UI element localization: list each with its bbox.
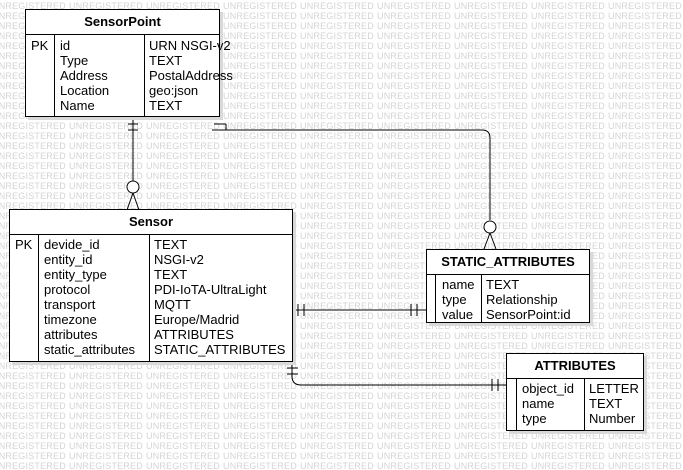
- field-name: attributes: [44, 327, 98, 342]
- entity-title: SensorPoint: [26, 10, 219, 35]
- crow-foot: [126, 192, 134, 211]
- type-column: LETTER TEXT Number: [584, 379, 643, 430]
- field-name: object_id: [522, 381, 575, 396]
- entity-title: STATIC_ATTRIBUTES: [427, 250, 589, 275]
- rel-sensor-static-attributes[interactable]: [293, 304, 426, 316]
- field-name: value: [442, 307, 474, 322]
- crow-foot: [132, 192, 140, 211]
- field-type: SensorPoint:id: [486, 307, 571, 322]
- type-column: TEXT Relationship SensorPoint:id: [481, 275, 589, 322]
- pk-column: [507, 379, 516, 430]
- field-type: URN NSGI-v2: [149, 38, 231, 53]
- field-type: PostalAddress: [149, 68, 233, 83]
- field-name: Type: [60, 53, 89, 68]
- field-name: Name: [60, 98, 95, 113]
- field-name: Address: [60, 68, 108, 83]
- entity-sensor[interactable]: Sensor PK devide_id entity_id entity_typ…: [9, 209, 293, 362]
- field-name: entity_id: [44, 252, 93, 267]
- pk-column: [427, 275, 435, 322]
- field-type: TEXT: [589, 396, 623, 411]
- field-type: LETTER: [589, 381, 639, 396]
- field-type: TEXT: [486, 277, 520, 292]
- entity-sensorpoint[interactable]: SensorPoint PK id Type Address Location …: [25, 9, 233, 117]
- field-type: geo:json: [149, 83, 199, 98]
- entity-title: Sensor: [10, 210, 292, 235]
- field-type: Europe/Madrid: [154, 312, 240, 327]
- type-column: TEXT NSGI-v2 TEXT PDI-IoTA-UltraLight MQ…: [149, 235, 292, 361]
- pk-column: PK: [10, 235, 38, 361]
- field-column: devide_id entity_id entity_type protocol…: [38, 235, 149, 361]
- zero-circle: [126, 180, 140, 194]
- entity-static-attributes[interactable]: STATIC_ATTRIBUTES name type value TEXT R…: [426, 249, 590, 323]
- field-column: object_id name type: [516, 379, 584, 430]
- field-type: TEXT: [149, 98, 183, 113]
- field-name: protocol: [44, 282, 91, 297]
- field-type: NSGI-v2: [154, 252, 204, 267]
- field-type: MQTT: [154, 297, 191, 312]
- entity-title: ATTRIBUTES: [507, 354, 643, 379]
- rel-sensorpoint-sensor[interactable]: [126, 118, 140, 211]
- pk-label: PK: [31, 38, 49, 53]
- type-column: URN NSGI-v2 TEXT PostalAddress geo:json …: [144, 35, 233, 116]
- field-name: id: [60, 38, 71, 53]
- field-type: TEXT: [154, 237, 188, 252]
- field-type: Relationship: [486, 292, 558, 307]
- field-name: static_attributes: [44, 342, 136, 357]
- field-type: TEXT: [149, 53, 183, 68]
- connector-line: [291, 362, 506, 386]
- field-name: type: [522, 411, 547, 426]
- entity-attributes[interactable]: ATTRIBUTES object_id name type LETTER TE…: [506, 353, 644, 431]
- rel-sensorpoint-static-attributes[interactable]: [212, 123, 497, 250]
- field-column: id Type Address Location Name: [54, 35, 144, 116]
- zero-circle: [483, 220, 497, 234]
- rel-sensor-attributes[interactable]: [287, 362, 506, 391]
- field-type: PDI-IoTA-UltraLight: [154, 282, 267, 297]
- field-type: STATIC_ATTRIBUTES: [154, 342, 286, 357]
- field-name: type: [442, 292, 467, 307]
- field-name: entity_type: [44, 267, 107, 282]
- pk-column: PK: [26, 35, 54, 116]
- field-name: Location: [60, 83, 110, 98]
- field-name: timezone: [44, 312, 97, 327]
- connector-line: [212, 129, 491, 220]
- field-type: TEXT: [154, 267, 188, 282]
- field-name: name: [522, 396, 555, 411]
- field-type: ATTRIBUTES: [154, 327, 234, 342]
- field-type: Number: [589, 411, 636, 426]
- crow-foot: [489, 232, 497, 250]
- field-name: transport: [44, 297, 96, 312]
- field-column: name type value: [435, 275, 481, 322]
- field-name: name: [442, 277, 475, 292]
- field-name: devide_id: [44, 237, 100, 252]
- crow-foot: [483, 232, 491, 250]
- pk-label: PK: [15, 237, 33, 252]
